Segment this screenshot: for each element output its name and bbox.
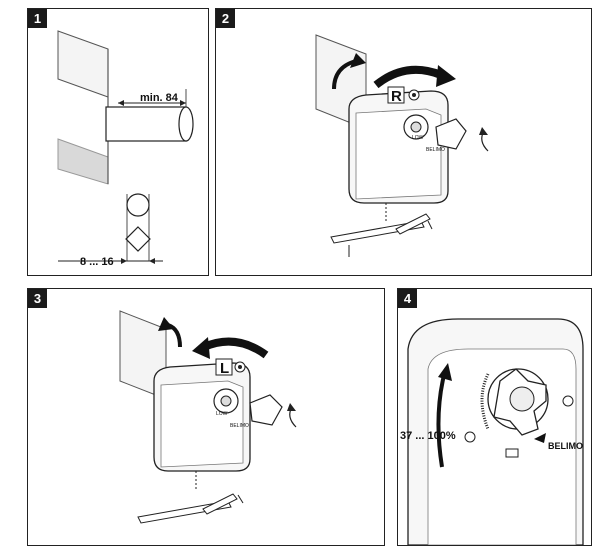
rotation-l-label: L bbox=[220, 360, 229, 377]
rotation-r-label: R bbox=[391, 88, 402, 105]
step-3-panel: 3 L LOW BELIMO bbox=[27, 288, 385, 546]
svg-text:BELIMO: BELIMO bbox=[426, 147, 445, 153]
angle-setting-diagram: 37 ... 100% BELIMO bbox=[400, 318, 584, 545]
step-2-panel: 2 R LOW BELIMO bbox=[215, 8, 592, 276]
min-84-label: min. 84 bbox=[140, 92, 179, 104]
svg-text:LOW: LOW bbox=[412, 135, 424, 141]
step-4-badge: 4 bbox=[398, 289, 417, 308]
8-16-label: 8 ... 16 bbox=[80, 256, 114, 268]
step-1-panel: 1 min. 84 8 ... 16 bbox=[27, 8, 209, 276]
actuator-mounting-r-diagram: R LOW BELIMO bbox=[315, 34, 489, 257]
brand-label: BELIMO bbox=[548, 441, 583, 451]
svg-text:BELIMO: BELIMO bbox=[230, 423, 249, 429]
shaft-dimension-diagram: min. 84 8 ... 16 bbox=[57, 30, 194, 268]
step-1-badge: 1 bbox=[28, 9, 47, 28]
svg-text:LOW: LOW bbox=[216, 411, 228, 417]
step-3-badge: 3 bbox=[28, 289, 47, 308]
actuator-mounting-l-diagram: L LOW BELIMO bbox=[119, 310, 297, 524]
step-4-panel: 4 37 ... 100% BELIMO bbox=[397, 288, 592, 546]
angle-range-label: 37 ... 100% bbox=[400, 430, 456, 442]
step-2-badge: 2 bbox=[216, 9, 235, 28]
